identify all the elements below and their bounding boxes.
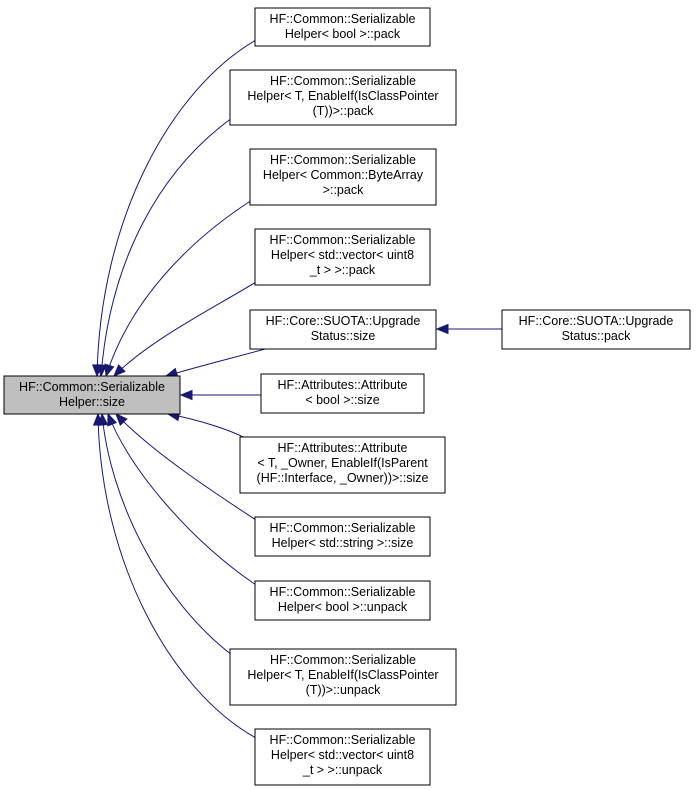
node-label-line: Helper< T, EnableIf(IsClassPointer — [247, 668, 438, 682]
node-label-line: HF::Common::Serializable — [270, 733, 416, 747]
arrowhead — [435, 323, 449, 335]
node-helper-string-size[interactable]: HF::Common::Serializable Helper< std::st… — [254, 516, 431, 557]
node-label-line: Helper< bool >::unpack — [278, 600, 408, 614]
edge-attribute-owner-size — [167, 413, 246, 439]
node-helper-classpointer-pack[interactable]: HF::Common::Serializable Helper< T, Enab… — [229, 69, 457, 126]
node-label-line: (T))>::unpack — [306, 683, 381, 697]
node-label-line: HF::Core::SUOTA::Upgrade — [266, 314, 421, 328]
edge-bool-pack — [96, 39, 257, 377]
node-label-line: Helper< std::vector< uint8 — [271, 748, 414, 762]
node-helper-classpointer-unpack[interactable]: HF::Common::Serializable Helper< T, Enab… — [229, 648, 457, 706]
arrowhead — [92, 412, 104, 426]
node-label-line: Helper< T, EnableIf(IsClassPointer — [247, 89, 438, 103]
node-label-line: < T, _Owner, EnableIf(IsParent — [257, 456, 428, 470]
node-label-line: (T))>::pack — [313, 104, 375, 118]
node-label-line: HF::Common::Serializable — [270, 653, 416, 667]
node-label-line: Helper< std::vector< uint8 — [271, 248, 414, 262]
node-label-line: HF::Common::Serializable — [19, 380, 165, 394]
node-attribute-bool-size[interactable]: HF::Attributes::Attribute < bool >::size — [260, 373, 425, 414]
arrowhead — [107, 412, 118, 427]
node-label-line: _t > >::pack — [309, 263, 376, 277]
node-label-line: HF::Attributes::Attribute — [278, 378, 408, 392]
node-label-line: Helper< Common::ByteArray — [263, 168, 424, 182]
edge-string-size — [115, 413, 257, 521]
node-label-line: (HF::Interface, _Owner))>::size — [257, 471, 429, 485]
edge-upgrade-size — [165, 348, 266, 377]
node-label-line: < bool >::size — [305, 393, 379, 407]
node-helper-vector-pack[interactable]: HF::Common::Serializable Helper< std::ve… — [254, 228, 431, 286]
edge-vector-unpack — [97, 413, 257, 739]
edge-bytearray-pack — [105, 199, 253, 377]
node-label-line: HF::Common::Serializable — [270, 74, 416, 88]
arrowhead — [179, 389, 193, 401]
node-helper-bytearray-pack[interactable]: HF::Common::Serializable Helper< Common:… — [249, 148, 437, 206]
node-label-line: Helper< std::string >::size — [272, 536, 414, 550]
node-label-line: HF::Common::Serializable — [270, 585, 416, 599]
arrowhead — [113, 364, 126, 377]
node-root-serializable-helper-size[interactable]: HF::Common::Serializable Helper::size — [3, 375, 181, 415]
node-helper-bool-unpack[interactable]: HF::Common::Serializable Helper< bool >:… — [254, 580, 431, 621]
node-label-line: _t > >::unpack — [302, 763, 383, 777]
node-label-line: Status::size — [311, 329, 376, 343]
node-label-line: Helper< bool >::pack — [285, 27, 401, 41]
node-helper-bool-pack[interactable]: HF::Common::Serializable Helper< bool >:… — [254, 7, 431, 47]
node-label-line: HF::Common::Serializable — [270, 153, 416, 167]
arrowhead — [96, 364, 108, 378]
node-label-line: Status::pack — [562, 329, 632, 343]
node-upgrade-status-pack[interactable]: HF::Core::SUOTA::Upgrade Status::pack — [501, 309, 691, 350]
edge-classpointer-unpack — [101, 413, 233, 656]
node-upgrade-status-size[interactable]: HF::Core::SUOTA::Upgrade Status::size — [249, 309, 437, 350]
node-label-line: Helper::size — [59, 395, 125, 409]
node-label-line: HF::Attributes::Attribute — [278, 441, 408, 455]
node-label-line: HF::Common::Serializable — [270, 521, 416, 535]
edge-bool-unpack — [107, 413, 257, 586]
node-label-line: HF::Common::Serializable — [270, 12, 416, 26]
node-helper-vector-unpack[interactable]: HF::Common::Serializable Helper< std::ve… — [254, 728, 431, 786]
node-label-line: HF::Core::SUOTA::Upgrade — [519, 314, 674, 328]
arrowhead — [104, 363, 115, 378]
edge-vector-pack — [113, 281, 257, 377]
node-label-line: HF::Common::Serializable — [270, 233, 416, 247]
node-label-line: >::pack — [323, 183, 364, 197]
node-attribute-owner-size[interactable]: HF::Attributes::Attribute < T, _Owner, E… — [239, 436, 446, 494]
arrowhead — [115, 413, 128, 426]
edge-classpointer-pack — [100, 117, 233, 377]
